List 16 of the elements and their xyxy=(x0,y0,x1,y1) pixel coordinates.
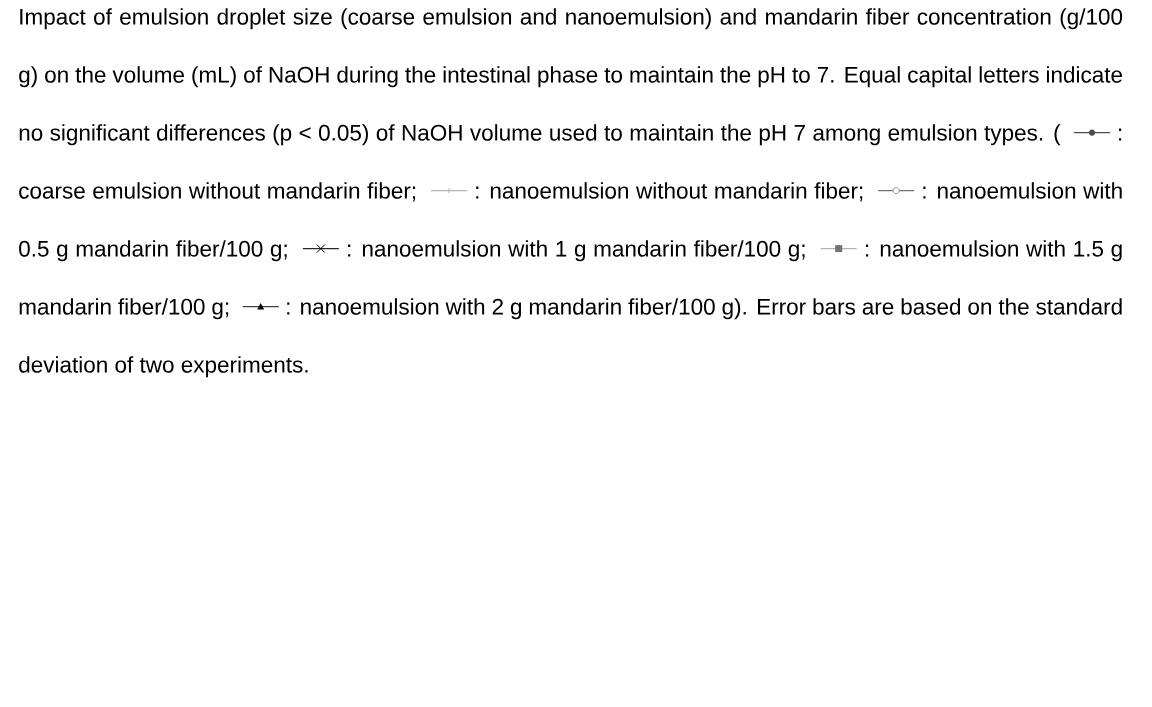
legend-label: 0.5 g mandarin fiber/100 g; xyxy=(19,240,287,262)
label: Error bars are based on the standard xyxy=(758,298,1122,315)
legend-label: : nanoemulsion with 1.5 g xyxy=(865,240,1122,262)
legend-label: : xyxy=(1118,128,1122,141)
legend-label: coarse emulsion without mandarin fiber; xyxy=(19,182,416,202)
label: ( xyxy=(1054,124,1061,146)
legend-label: : nanoemulsion with 2 g mandarin fiber/100 g). xyxy=(287,298,746,320)
legend-label: : nanoemulsion with xyxy=(923,182,1122,199)
caption: g) on the volume (mL) of NaOH during the intestinal phase to maintain the pH to 7. Equal capital letters indicate xyxy=(19,66,1122,88)
legend-label: mandarin fiber/100 g; xyxy=(19,298,229,320)
caption: no significant differences (p < 0.05) of NaOH volume used to maintain the pH 7 among emulsion types. xyxy=(19,124,1043,146)
legend-label: : nanoemulsion without mandarin fiber; xyxy=(476,182,863,202)
legend-label: : nanoemulsion with 1 g mandarin fiber/100 g; xyxy=(348,240,805,262)
caption: Impact of emulsion droplet size (coarse emulsion and nanoemulsion) and mandarin fiber concentration (g/100 xyxy=(20,8,1123,30)
caption-text: Impact of emulsion droplet size (coarse emulsion and nanoemulsion) and mandarin fiber concentration (g/100 g) on the volume (mL) of NaOH during the intestinal phase to maintain the pH to 7. Equal capital letters indicate no significant differences (p < 0.05) of NaOH volume used to maintain the pH 7 among emulsion types. ( : coarse emulsion without mandarin fiber; : nanoemulsion without mandarin fiber; : nanoemulsion with 0.5 g mandarin fiber/100 g; : nanoemulsion with 1 g mandarin fiber/100 g; : nanoemulsion with 1.5 g mandarin fiber/100 g; : nanoemulsion with 2 g mandarin fiber/100 g). Error bars are based on the standard deviation of two experiments. xyxy=(19,8,1123,378)
label: deviation of two experiments. xyxy=(19,356,308,378)
